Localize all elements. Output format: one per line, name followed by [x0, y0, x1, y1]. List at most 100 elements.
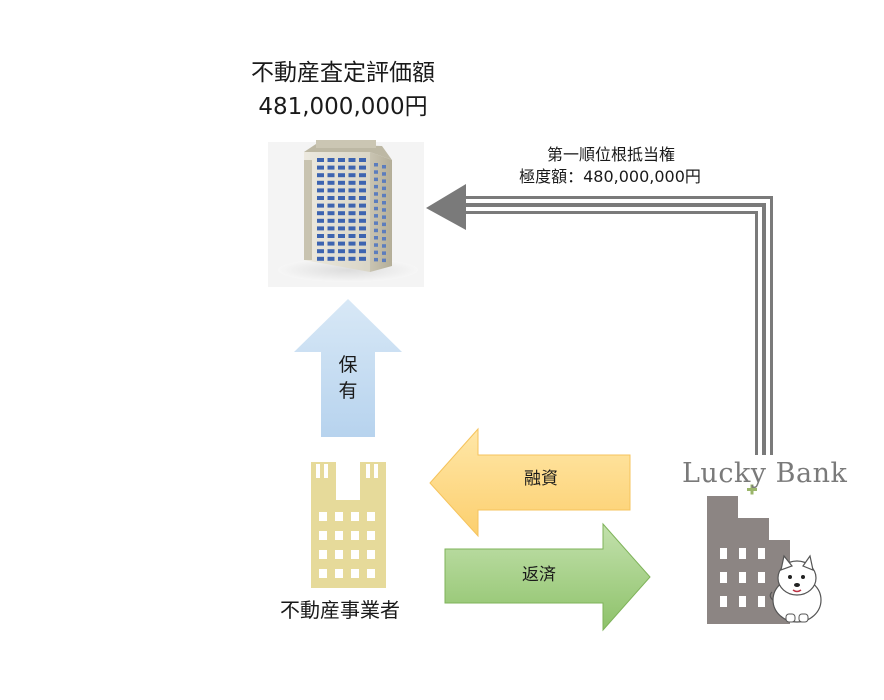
- developer-window: [335, 531, 343, 540]
- tower-building-image: [268, 140, 424, 287]
- developer-window: [319, 512, 327, 521]
- developer-window: [351, 531, 359, 540]
- tower-window: [382, 186, 386, 191]
- tower-window: [317, 226, 324, 231]
- lien-arrow: [426, 184, 773, 455]
- hold-arrow: [294, 299, 402, 437]
- tower-window: [382, 172, 386, 176]
- tower-window: [338, 249, 345, 254]
- bank-building-icon: [707, 484, 790, 624]
- developer-window: [367, 512, 375, 521]
- tower-window: [382, 251, 386, 255]
- tower-window: [317, 249, 324, 254]
- tower-window: [348, 158, 356, 162]
- tower-window: [317, 196, 324, 200]
- tower-window: [359, 226, 366, 231]
- tower-window: [327, 173, 335, 178]
- bank-window: [739, 572, 746, 583]
- tower-window: [374, 228, 378, 233]
- tower-window: [327, 180, 335, 185]
- developer-window: [351, 512, 359, 521]
- tower-window: [317, 256, 324, 261]
- repay-arrow: [444, 522, 651, 632]
- tower-window: [374, 177, 378, 182]
- lien-limit-label: 極度額：480,000,000円: [519, 167, 701, 186]
- tower-window: [338, 173, 345, 178]
- developer-window: [319, 531, 327, 540]
- tower-window: [359, 218, 366, 223]
- developer-window: [351, 550, 359, 559]
- tower-window: [317, 165, 324, 170]
- tower-window: [359, 203, 366, 208]
- tower-window: [348, 211, 356, 216]
- tower-window: [374, 243, 378, 247]
- developer-window: [319, 550, 327, 559]
- developer-window: [319, 569, 327, 578]
- tower-window: [382, 222, 386, 227]
- tower-window: [359, 256, 366, 261]
- bank-window: [739, 548, 746, 559]
- tower-window: [327, 226, 335, 231]
- tower-window: [348, 249, 356, 254]
- tower-window: [338, 158, 345, 162]
- tower-window: [317, 188, 324, 193]
- dog-mascot-icon: [769, 554, 822, 623]
- tower-window: [374, 221, 378, 225]
- tower-window: [359, 180, 366, 185]
- tower-window: [374, 170, 378, 174]
- tower-window: [338, 241, 345, 246]
- tower-window: [338, 234, 345, 238]
- tower-window: [317, 234, 324, 238]
- lien-type-label: 第一順位根抵当権: [546, 145, 675, 164]
- tower-window: [338, 180, 345, 185]
- tower-window: [359, 165, 366, 170]
- tower-window: [327, 188, 335, 193]
- tower-window: [374, 192, 378, 196]
- bank-window: [720, 596, 727, 607]
- tower-window: [317, 241, 324, 246]
- tower-window: [348, 256, 356, 261]
- bank-window: [720, 572, 727, 583]
- tower-window: [327, 158, 335, 162]
- developer-building-icon: [311, 462, 386, 588]
- developer-window: [335, 550, 343, 559]
- tower-window: [348, 196, 356, 200]
- developer-window: [351, 569, 359, 578]
- appraisal-title: 不動産査定評価額: [251, 60, 435, 86]
- tower-window: [348, 241, 356, 246]
- bank-window: [758, 548, 765, 559]
- tower-window: [348, 218, 356, 223]
- tower-window: [374, 214, 378, 218]
- developer-window: [367, 531, 375, 540]
- hold-label: 保 有: [338, 354, 358, 402]
- tower-window: [374, 206, 378, 211]
- developer-label: 不動産事業者: [280, 598, 400, 622]
- tower-window: [382, 179, 386, 183]
- tower-window: [338, 188, 345, 193]
- developer-window: [335, 512, 343, 521]
- repay-label: 返済: [522, 565, 556, 585]
- tower-window: [338, 256, 345, 261]
- tower-window: [348, 165, 356, 170]
- tower-window: [382, 193, 386, 198]
- tower-window: [327, 218, 335, 223]
- bank-window: [758, 596, 765, 607]
- tower-window: [317, 173, 324, 178]
- tower-window: [338, 226, 345, 231]
- tower-window: [348, 234, 356, 238]
- tower-window: [327, 196, 335, 200]
- tower-window: [348, 180, 356, 185]
- bank-logo-text: Lucky Bank: [682, 458, 848, 489]
- tower-window: [327, 165, 335, 170]
- tower-window: [382, 201, 386, 205]
- loan-label: 融資: [524, 469, 558, 489]
- tower-window: [338, 165, 345, 170]
- tower-window: [327, 249, 335, 254]
- tower-window: [359, 211, 366, 216]
- tower-window: [317, 180, 324, 185]
- tower-window: [374, 250, 378, 255]
- tower-window: [348, 188, 356, 193]
- tower-window: [382, 237, 386, 241]
- tower-window: [317, 203, 324, 208]
- tower-window: [359, 188, 366, 193]
